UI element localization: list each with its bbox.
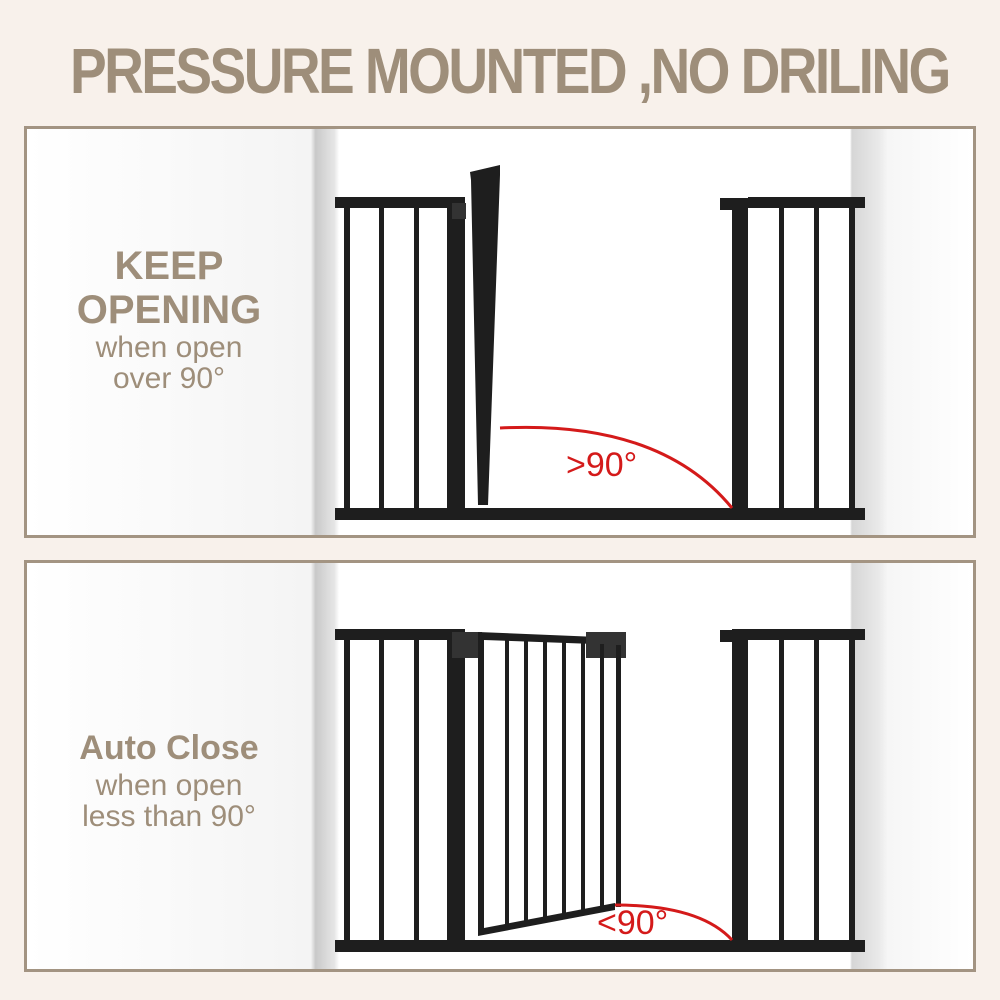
auto-close-caption: Auto Close when open less than 90°: [24, 726, 314, 832]
auto-close-heading: Auto Close: [79, 729, 259, 767]
gate-closing-illustration: [335, 629, 865, 952]
keep-opening-caption: KEEP OPENING when open over 90°: [24, 244, 314, 394]
keep-opening-sub-line2: over 90°: [112, 362, 226, 395]
page-title: PRESSURE MOUNTED ,NO DRILING: [70, 35, 951, 107]
keep-opening-sub-line1: when open: [95, 331, 243, 364]
auto-close-sub-line2: less than 90°: [82, 800, 256, 833]
angle-label-over-90: >90°: [566, 446, 638, 484]
keep-opening-heading-line2: OPENING: [76, 288, 262, 332]
gate-open-illustration: [335, 165, 865, 520]
angle-label-under-90: <90°: [597, 904, 669, 942]
keep-opening-heading-line1: KEEP: [114, 244, 224, 288]
auto-close-sub-line1: when open: [95, 769, 243, 802]
